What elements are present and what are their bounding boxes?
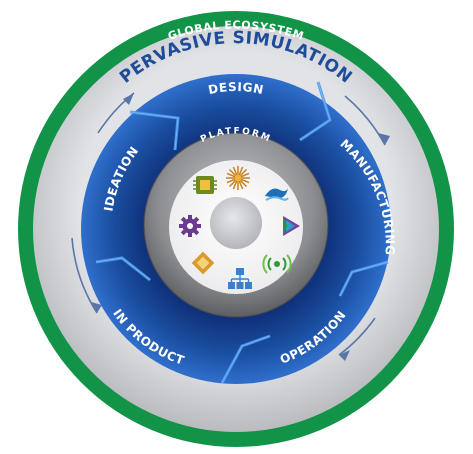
stage-separator-highlights — [95, 81, 389, 384]
gear-icon — [179, 215, 201, 237]
arrow-top-right — [344, 95, 386, 146]
arrowhead-bottom-right — [339, 350, 350, 361]
arrowhead-left — [91, 302, 102, 313]
wave-icon — [265, 188, 289, 201]
arrowhead-top-right — [378, 133, 390, 145]
sunburst-icon — [226, 166, 250, 190]
chip-icon — [193, 176, 217, 194]
play-icon — [283, 216, 300, 236]
signal-icon — [262, 254, 292, 274]
platform-hub — [210, 197, 262, 249]
arrow-left — [71, 237, 98, 314]
network-icon — [228, 268, 252, 289]
arrow-bottom-right — [338, 317, 376, 356]
stage-label-design: DESIGN — [207, 80, 265, 97]
arrowhead-top-left — [123, 93, 134, 105]
